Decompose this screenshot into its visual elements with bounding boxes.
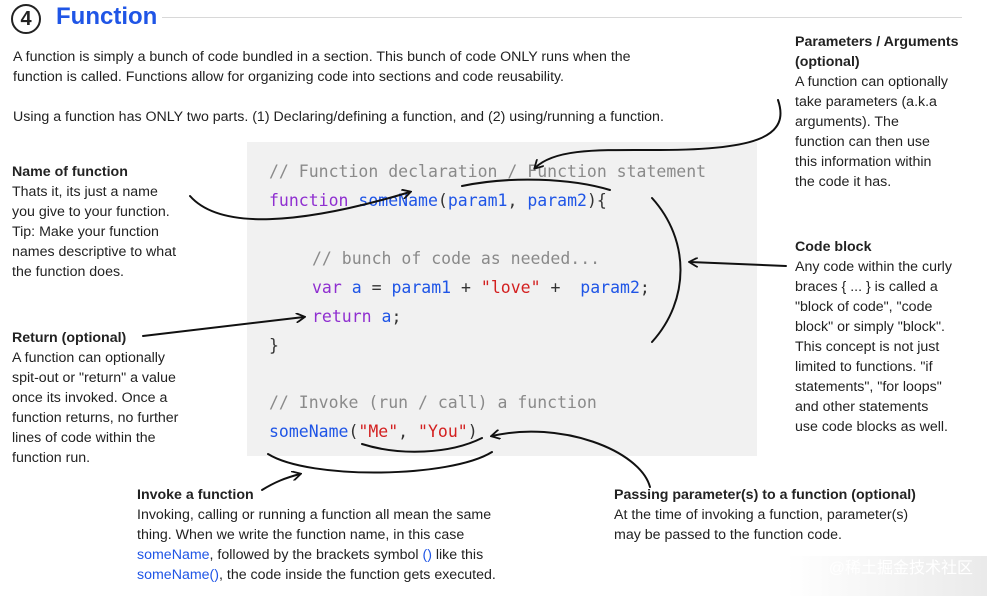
code-line-comment-declaration: // Function declaration / Function state… xyxy=(269,157,706,186)
param1: param1 xyxy=(447,191,508,210)
note-title: Code block xyxy=(795,239,872,255)
paren-close-brace: ){ xyxy=(586,191,607,210)
note-line: you give to your function. xyxy=(12,204,170,220)
note-title: Invoke a function xyxy=(137,487,254,503)
code-line-comment-invoke: // Invoke (run / call) a function xyxy=(269,388,597,417)
section-number-badge: 4 xyxy=(11,4,41,34)
note-line: the function does. xyxy=(12,264,125,280)
code-line-function-signature: function someName(param1, param2){ xyxy=(269,186,607,215)
note-line: names descriptive to what xyxy=(12,244,177,260)
note-line: A function can optionally xyxy=(12,350,166,366)
string-me: "Me" xyxy=(358,422,399,441)
equals: = xyxy=(361,278,392,297)
note-line: and other statements xyxy=(795,399,929,415)
watermark-text: @稀土掘金技术社区 xyxy=(828,560,973,577)
inline-code: () xyxy=(422,547,432,563)
note-line: may be passed to the function code. xyxy=(614,527,842,543)
param1-ref: param1 xyxy=(391,278,452,297)
note-line: limited to functions. "if xyxy=(795,359,933,375)
intro-line: A function is simply a bunch of code bun… xyxy=(13,49,631,65)
note-return: Return (optional) A function can optiona… xyxy=(12,328,207,468)
watermark-background xyxy=(787,556,987,596)
note-line: use code blocks as well. xyxy=(795,419,948,435)
note-line: statements", "for loops" xyxy=(795,379,942,395)
note-line: Thats it, its just a name xyxy=(12,184,158,200)
code-comment: // bunch of code as needed... xyxy=(312,249,601,268)
code-line-return: return a; xyxy=(312,302,401,331)
keyword-var: var xyxy=(312,278,342,297)
note-line: This concept is not just xyxy=(795,339,940,355)
note-line: Invoking, calling or running a function … xyxy=(137,507,492,523)
intro-paragraph-1: A function is simply a bunch of code bun… xyxy=(13,47,631,87)
note-line: Tip: Make your function xyxy=(12,224,159,240)
note-text: , followed by the brackets symbol xyxy=(209,547,423,563)
keyword-function: function xyxy=(269,191,349,210)
note-line: spit-out or "return" a value xyxy=(12,370,176,386)
note-line: arguments). The xyxy=(795,114,899,130)
note-line: "block of code", "code xyxy=(795,299,933,315)
note-title: Passing parameter(s) to a function (opti… xyxy=(614,487,916,503)
note-line: Any code within the curly xyxy=(795,259,952,275)
title-divider xyxy=(162,17,962,18)
inline-code: someName xyxy=(137,547,210,563)
semicolon: ; xyxy=(391,307,402,326)
note-line: At the time of invoking a function, para… xyxy=(614,507,909,523)
note-line: take parameters (a.k.a xyxy=(795,94,937,110)
note-line: block" or simply "block". xyxy=(795,319,945,335)
note-title: Parameters / Arguments xyxy=(795,34,959,50)
string-love: "love" xyxy=(480,278,541,297)
note-line: this information within xyxy=(795,154,932,170)
note-line: the code it has. xyxy=(795,174,892,190)
return-a: a xyxy=(381,307,392,326)
note-title: Name of function xyxy=(12,164,128,180)
param2: param2 xyxy=(527,191,587,210)
note-line: A function can optionally xyxy=(795,74,949,90)
paren-open: ( xyxy=(348,422,359,441)
note-line: function run. xyxy=(12,450,91,466)
note-line: function can then use xyxy=(795,134,930,150)
code-line-var: var a = param1 + "love" + param2; xyxy=(312,273,650,302)
page-title: Function xyxy=(56,3,158,30)
intro-paragraph-2: Using a function has ONLY two parts. (1)… xyxy=(13,109,664,125)
note-function-name: Name of function Thats it, its just a na… xyxy=(12,162,202,282)
note-invoke: Invoke a function Invoking, calling or r… xyxy=(137,485,537,585)
note-line: braces { ... } is called a xyxy=(795,279,938,295)
function-name: someName xyxy=(358,191,438,210)
code-comment: // Invoke (run / call) a function xyxy=(269,393,597,412)
plus: + xyxy=(451,278,481,297)
keyword-return: return xyxy=(312,307,372,326)
note-title: Return (optional) xyxy=(12,330,127,346)
note-code-block: Code block Any code within the curly bra… xyxy=(795,237,980,437)
paren-close: ) xyxy=(467,422,478,441)
comma: , xyxy=(398,422,419,441)
intro-line: function is called. Functions allow for … xyxy=(13,69,564,85)
note-line: lines of code within the xyxy=(12,430,156,446)
note-line: function returns, no further xyxy=(12,410,179,426)
call-function-name: someName xyxy=(269,422,349,441)
comma: , xyxy=(507,191,528,210)
inline-code: someName() xyxy=(137,567,219,583)
var-a: a xyxy=(351,278,362,297)
string-you: "You" xyxy=(418,422,468,441)
code-line-invoke: someName("Me", "You") xyxy=(269,417,478,446)
note-parameters: Parameters / Arguments (optional) A func… xyxy=(795,32,980,192)
paren-open: ( xyxy=(437,191,448,210)
code-line-comment-body: // bunch of code as needed... xyxy=(312,244,600,273)
note-text: , the code inside the function gets exec… xyxy=(219,567,496,583)
plus: + xyxy=(540,278,581,297)
note-text: like this xyxy=(431,547,484,563)
code-comment: // Function declaration / Function state… xyxy=(269,162,707,181)
semicolon: ; xyxy=(639,278,650,297)
note-title: (optional) xyxy=(795,54,860,70)
code-line-close-brace: } xyxy=(269,336,279,355)
note-line: once its invoked. Once a xyxy=(12,390,168,406)
note-line: thing. When we write the function name, … xyxy=(137,527,465,543)
note-line: someName, followed by the brackets symbo… xyxy=(137,545,537,565)
param2-ref: param2 xyxy=(580,278,640,297)
note-passing-params: Passing parameter(s) to a function (opti… xyxy=(614,485,974,545)
note-line: someName(), the code inside the function… xyxy=(137,565,537,585)
